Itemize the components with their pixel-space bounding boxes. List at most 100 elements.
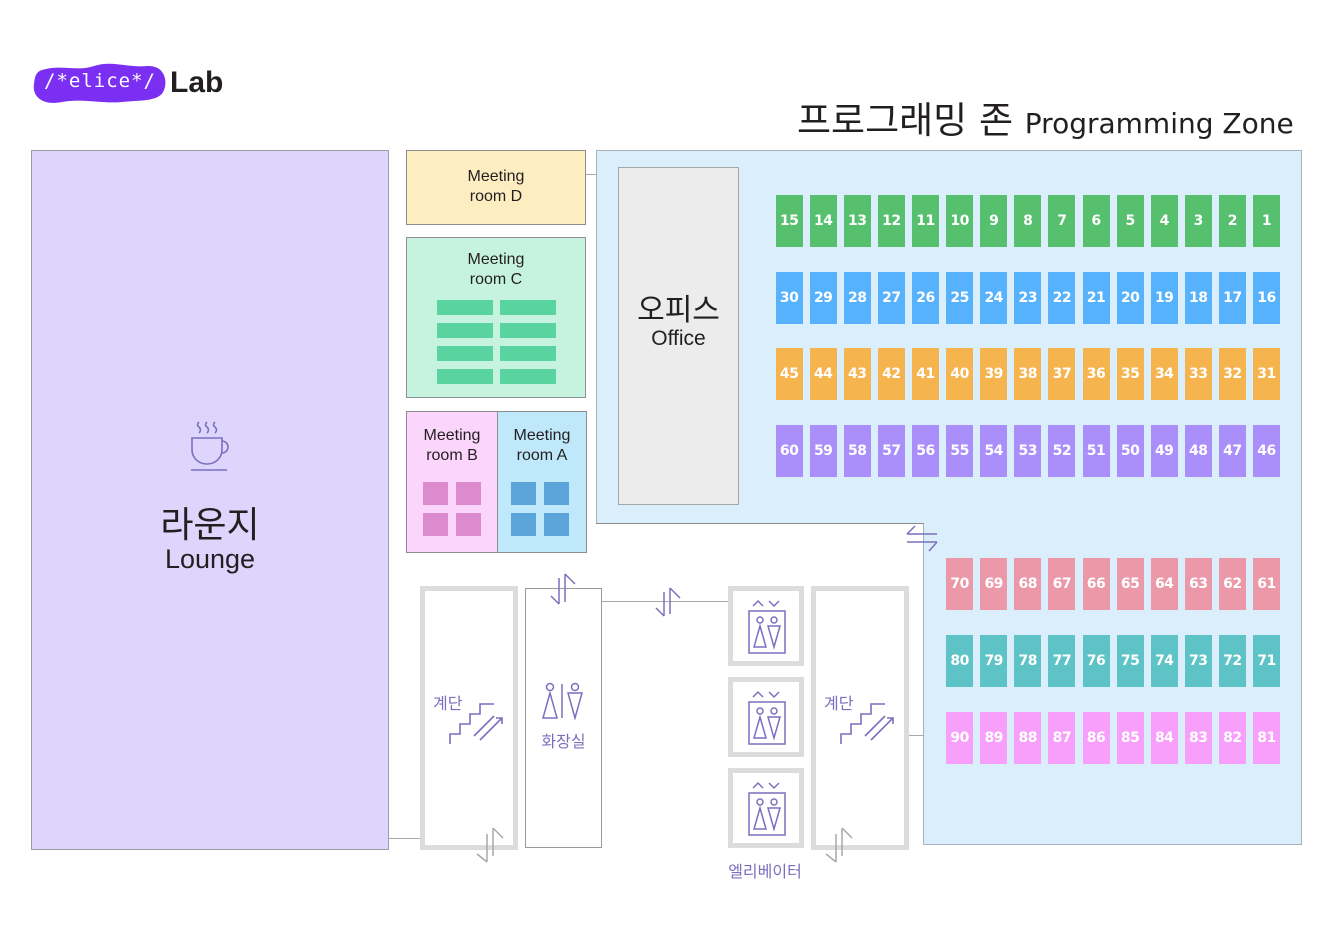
desk-38[interactable]: 38: [1014, 348, 1042, 400]
desk-22[interactable]: 22: [1048, 272, 1076, 324]
desk-21[interactable]: 21: [1082, 272, 1110, 324]
desk-48[interactable]: 48: [1184, 425, 1212, 477]
desk-24[interactable]: 24: [980, 272, 1008, 324]
desk-30[interactable]: 30: [775, 272, 803, 324]
office-room[interactable]: [618, 167, 739, 505]
desk-61[interactable]: 61: [1253, 558, 1280, 610]
desk-36[interactable]: 36: [1082, 348, 1110, 400]
desk-9[interactable]: 9: [980, 195, 1008, 247]
desk-68[interactable]: 68: [1014, 558, 1042, 610]
desk-63[interactable]: 63: [1184, 558, 1212, 610]
desk-71[interactable]: 71: [1253, 635, 1280, 687]
desk-17[interactable]: 17: [1218, 272, 1246, 324]
desk-35[interactable]: 35: [1116, 348, 1144, 400]
desk-81[interactable]: 81: [1253, 712, 1280, 764]
desk-72[interactable]: 72: [1218, 635, 1246, 687]
desk-64[interactable]: 64: [1150, 558, 1178, 610]
desk-4[interactable]: 4: [1150, 195, 1178, 247]
desk-78[interactable]: 78: [1014, 635, 1042, 687]
meeting-room-d[interactable]: Meeting room D: [406, 150, 586, 225]
desk-86[interactable]: 86: [1082, 712, 1110, 764]
desk-73[interactable]: 73: [1184, 635, 1212, 687]
desk-66[interactable]: 66: [1082, 558, 1110, 610]
stairs-right[interactable]: [811, 586, 909, 850]
desk-89[interactable]: 89: [980, 712, 1008, 764]
meeting-room-c[interactable]: Meeting room C: [406, 237, 586, 398]
desk-85[interactable]: 85: [1116, 712, 1144, 764]
desk-5[interactable]: 5: [1116, 195, 1144, 247]
desk-90[interactable]: 90: [946, 712, 974, 764]
desk-47[interactable]: 47: [1218, 425, 1246, 477]
desk-80[interactable]: 80: [946, 635, 974, 687]
desk-88[interactable]: 88: [1014, 712, 1042, 764]
desk-13[interactable]: 13: [843, 195, 871, 247]
desk-11[interactable]: 11: [912, 195, 939, 247]
desk-15[interactable]: 15: [775, 195, 803, 247]
desk-31[interactable]: 31: [1253, 348, 1280, 400]
desk-74[interactable]: 74: [1150, 635, 1178, 687]
desk-54[interactable]: 54: [980, 425, 1008, 477]
desk-3[interactable]: 3: [1184, 195, 1212, 247]
desk-27[interactable]: 27: [877, 272, 905, 324]
desk-2[interactable]: 2: [1218, 195, 1246, 247]
desk-8[interactable]: 8: [1014, 195, 1042, 247]
desk-87[interactable]: 87: [1048, 712, 1076, 764]
desk-18[interactable]: 18: [1184, 272, 1212, 324]
desk-45[interactable]: 45: [775, 348, 803, 400]
desk-16[interactable]: 16: [1253, 272, 1280, 324]
desk-39[interactable]: 39: [980, 348, 1008, 400]
desk-55[interactable]: 55: [946, 425, 974, 477]
meeting-room-b[interactable]: Meeting room B: [406, 411, 498, 553]
desk-57[interactable]: 57: [877, 425, 905, 477]
desk-46[interactable]: 46: [1253, 425, 1280, 477]
desk-53[interactable]: 53: [1014, 425, 1042, 477]
desk-84[interactable]: 84: [1150, 712, 1178, 764]
desk-37[interactable]: 37: [1048, 348, 1076, 400]
elevator-3[interactable]: [728, 768, 804, 848]
desk-76[interactable]: 76: [1082, 635, 1110, 687]
desk-25[interactable]: 25: [946, 272, 974, 324]
desk-40[interactable]: 40: [946, 348, 974, 400]
desk-59[interactable]: 59: [809, 425, 837, 477]
desk-60[interactable]: 60: [775, 425, 803, 477]
desk-75[interactable]: 75: [1116, 635, 1144, 687]
desk-49[interactable]: 49: [1150, 425, 1178, 477]
desk-6[interactable]: 6: [1082, 195, 1110, 247]
desk-26[interactable]: 26: [912, 272, 939, 324]
desk-32[interactable]: 32: [1218, 348, 1246, 400]
desk-12[interactable]: 12: [877, 195, 905, 247]
desk-34[interactable]: 34: [1150, 348, 1178, 400]
desk-29[interactable]: 29: [809, 272, 837, 324]
desk-70[interactable]: 70: [946, 558, 974, 610]
desk-7[interactable]: 7: [1048, 195, 1076, 247]
desk-14[interactable]: 14: [809, 195, 837, 247]
desk-69[interactable]: 69: [980, 558, 1008, 610]
desk-62[interactable]: 62: [1218, 558, 1246, 610]
desk-77[interactable]: 77: [1048, 635, 1076, 687]
lounge-area[interactable]: [31, 150, 389, 850]
desk-79[interactable]: 79: [980, 635, 1008, 687]
desk-83[interactable]: 83: [1184, 712, 1212, 764]
restroom[interactable]: [525, 588, 602, 848]
desk-52[interactable]: 52: [1048, 425, 1076, 477]
desk-50[interactable]: 50: [1116, 425, 1144, 477]
desk-67[interactable]: 67: [1048, 558, 1076, 610]
desk-56[interactable]: 56: [912, 425, 939, 477]
desk-10[interactable]: 10: [946, 195, 974, 247]
desk-33[interactable]: 33: [1184, 348, 1212, 400]
desk-65[interactable]: 65: [1116, 558, 1144, 610]
desk-1[interactable]: 1: [1253, 195, 1280, 247]
desk-23[interactable]: 23: [1014, 272, 1042, 324]
meeting-room-a[interactable]: Meeting room A: [497, 411, 587, 553]
desk-44[interactable]: 44: [809, 348, 837, 400]
desk-19[interactable]: 19: [1150, 272, 1178, 324]
desk-43[interactable]: 43: [843, 348, 871, 400]
elevator-2[interactable]: [728, 677, 804, 757]
elevator-1[interactable]: [728, 586, 804, 666]
desk-28[interactable]: 28: [843, 272, 871, 324]
desk-41[interactable]: 41: [912, 348, 939, 400]
desk-20[interactable]: 20: [1116, 272, 1144, 324]
desk-42[interactable]: 42: [877, 348, 905, 400]
desk-51[interactable]: 51: [1082, 425, 1110, 477]
desk-82[interactable]: 82: [1218, 712, 1246, 764]
